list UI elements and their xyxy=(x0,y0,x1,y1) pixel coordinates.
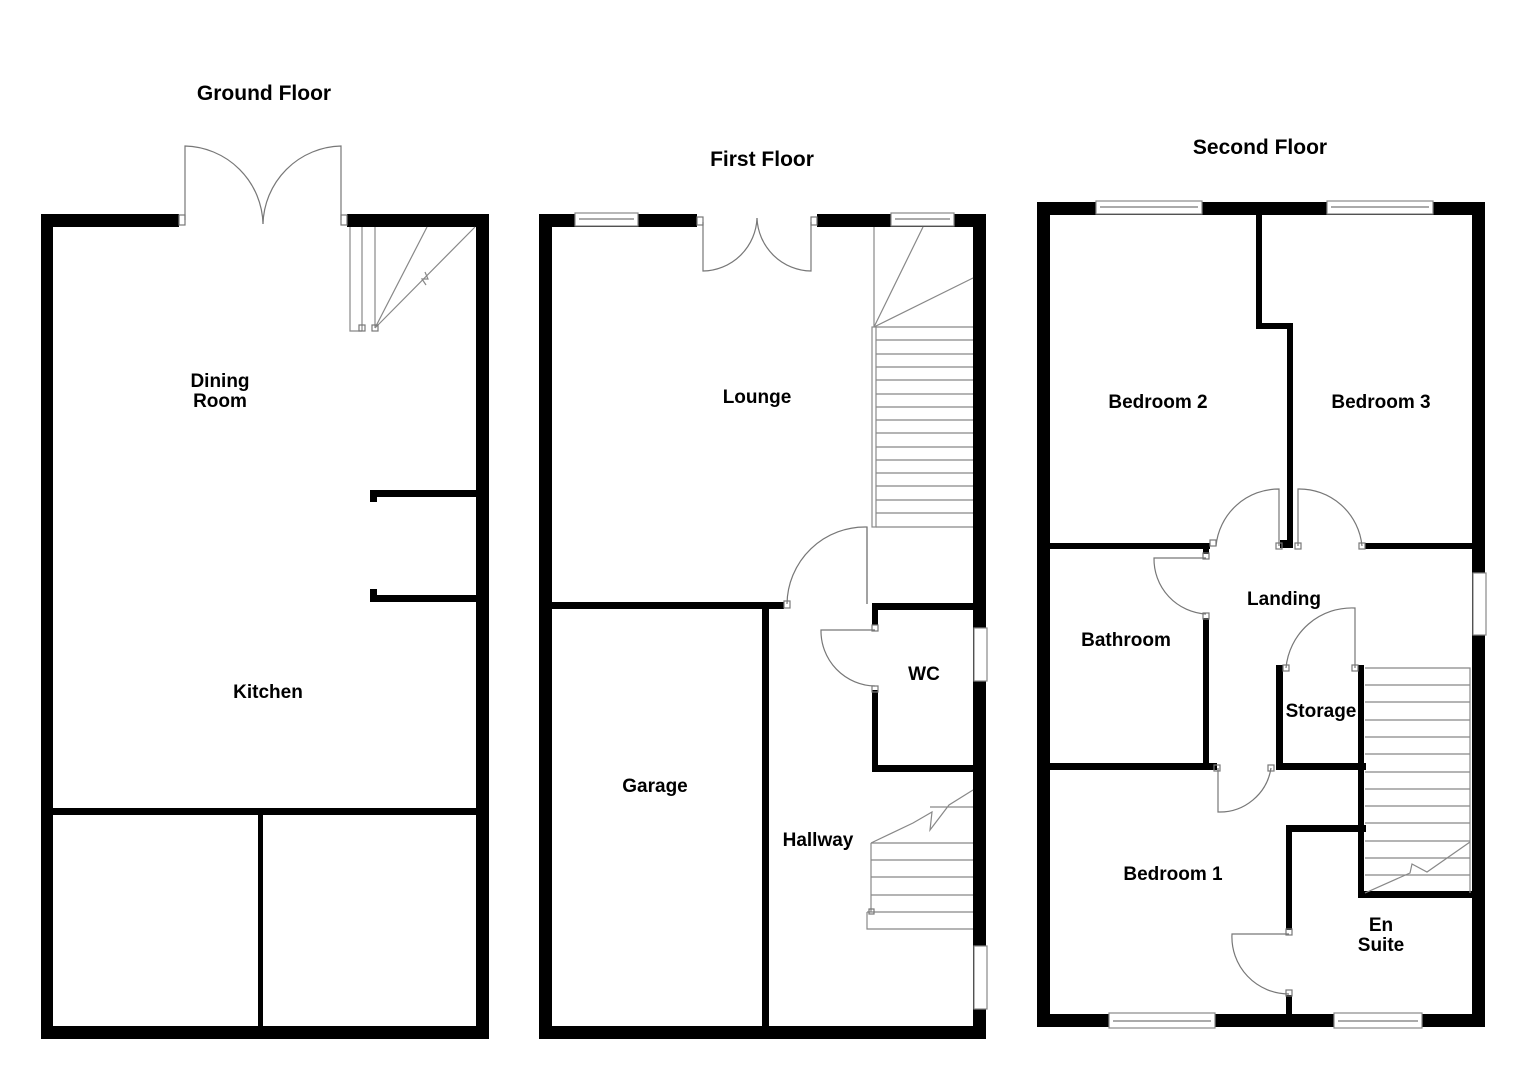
second-floor-plan xyxy=(1037,200,1487,1029)
ground-floor-plan xyxy=(41,145,489,1039)
room-label-kitchen: Kitchen xyxy=(233,682,303,703)
staircase-icon xyxy=(349,226,476,332)
first-floor-plan xyxy=(539,212,988,1039)
room-label-landing: Landing xyxy=(1247,589,1321,610)
second-floor-title: Second Floor xyxy=(1192,136,1328,159)
room-label-garage: Garage xyxy=(622,776,688,797)
room-label-wc: WC xyxy=(908,664,940,685)
staircase-icon xyxy=(866,226,974,930)
first-floor-title: First Floor xyxy=(710,148,814,171)
french-door-icon xyxy=(696,216,818,272)
staircase-icon xyxy=(1364,667,1471,894)
room-label-storage: Storage xyxy=(1285,701,1357,722)
room-label-lounge: Lounge xyxy=(722,387,792,408)
room-label-bedroom-3: Bedroom 3 xyxy=(1331,392,1431,413)
room-label-dining-room: Dining Room xyxy=(190,371,250,412)
window-icon xyxy=(1472,572,1487,636)
window-icon xyxy=(973,945,988,1010)
window-icon xyxy=(973,627,988,682)
room-label-bedroom-2: Bedroom 2 xyxy=(1108,392,1208,413)
room-label-bathroom: Bathroom xyxy=(1081,630,1171,651)
room-label-hallway: Hallway xyxy=(782,830,854,851)
french-door-icon xyxy=(178,145,348,226)
room-label-bedroom-1: Bedroom 1 xyxy=(1123,864,1223,885)
ground-floor-title: Ground Floor xyxy=(196,82,332,105)
room-label-en-suite: En Suite xyxy=(1357,915,1405,956)
